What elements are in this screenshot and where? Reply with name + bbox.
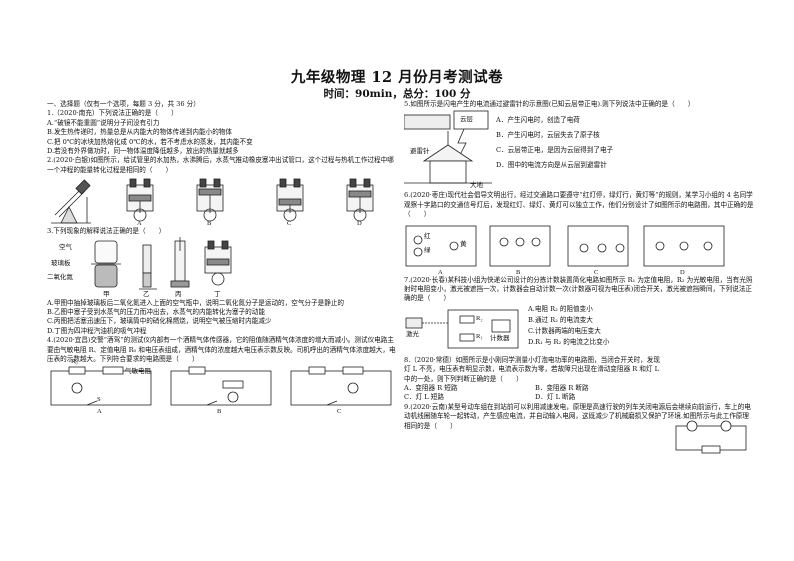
q6-label-b[interactable]: B (516, 268, 521, 276)
question-7-block: 激光 R₂ R₁ 计数器 A.电阻 R₂ 的阻值变小 B.通过 R₂ 的电流变大… (404, 304, 754, 356)
q2-label-c[interactable]: C (287, 220, 292, 228)
circuit-a-frame (405, 225, 477, 267)
q4-label-sensor: 气敏电阻 (125, 367, 151, 375)
q6-label-red: 红 (424, 232, 431, 240)
q3-label-no2: 二氧化氮 (47, 273, 73, 281)
test-tube-apparatus (51, 179, 91, 224)
question-5-option-d[interactable]: D．图中的电流方向是从云层到避雷针 (496, 161, 607, 170)
q5-label-cloud: 云层 (460, 116, 473, 124)
circuit-d-frame (643, 225, 725, 267)
question-1-option-d[interactable]: D.若没有外界做功时，同一物体温度降低越多，放出的热量就越多 (47, 147, 239, 156)
cloud-shape (404, 115, 451, 130)
lamp-power-circuit (675, 420, 747, 454)
question-2-stem: 2.(2020·白银)如图所示，给试管里的水加热，水沸腾后，水蒸气推动橡皮塞冲出… (47, 156, 394, 174)
engine-c (276, 178, 304, 222)
question-8-stem: 8.（2020·常德）如图所示是小刚同学测量小灯泡电功率的电路图，当闭合开关时，… (404, 355, 660, 383)
q6-label-a[interactable]: A (438, 268, 443, 276)
question-1-option-b[interactable]: B.发生热传递时，热量总是从内能大的物体传递到内能小的物体 (47, 128, 232, 137)
q2-label-d[interactable]: D (357, 220, 362, 228)
q4-label-b[interactable]: B (217, 407, 222, 415)
exam-meta: 时间：90min，总分：100 分 (323, 88, 471, 100)
question-3-option-d[interactable]: D.丁图为四冲程汽油机的吸气冲程 (47, 326, 147, 335)
question-5-option-c[interactable]: C．云层带正电，是因为云层得到了电子 (496, 146, 614, 155)
q7-label-counter: 计数器 (490, 334, 510, 342)
question-7-option-a[interactable]: A.电阻 R₂ 的阻值变小 (528, 304, 593, 313)
q4-label-s: S (97, 395, 101, 403)
engine-a (126, 178, 154, 222)
q4-label-a[interactable]: A (97, 407, 102, 415)
question-8-option-a[interactable]: A．变阻器 R 短路 (404, 384, 458, 393)
question-3-option-a[interactable]: A.甲图中抽掉玻璃板后二氧化氮进入上面的空气瓶中，说明二氧化氮分子是运动的，空气… (47, 298, 344, 307)
q3-label-yi: 乙 (143, 290, 150, 298)
phenomena-diagram (91, 236, 232, 290)
q3-label-glass: 玻璃板 (51, 259, 71, 267)
q2-label-b[interactable]: B (207, 220, 212, 228)
question-4-stem: 4.(2020·宜昌)交警“酒驾”的测试仪内部有一个酒精气体传感器，它的阻值随酒… (47, 336, 396, 364)
question-2-figure: A B C D (47, 175, 397, 227)
q5-label-ground: 大地 (470, 182, 483, 190)
q3-label-air: 空气 (59, 243, 72, 251)
steam-tube (139, 244, 157, 290)
q4-label-c[interactable]: C (337, 407, 342, 415)
question-7-stem: 7.(2020·长春)某科技小组为快递公司设计的分拣计数装置简化电路如图所示 R… (404, 275, 753, 303)
circuit-b (170, 366, 272, 405)
circuit-a (50, 366, 152, 405)
engine-d (346, 178, 374, 222)
question-3-option-c[interactable]: C.丙图把活塞迅速压下，玻璃筒中的硝化棉燃烧，说明空气被压缩时内能减少 (47, 317, 272, 326)
q6-label-yellow: 黄 (460, 240, 467, 248)
question-8-option-b[interactable]: B．变阻器 R 断路 (535, 384, 589, 393)
engine-ding (204, 240, 232, 286)
q4-label-r0: R₀ (71, 357, 78, 365)
question-7-option-c[interactable]: C.计数器两端的电压变大 (528, 326, 601, 335)
q3-label-bing: 丙 (175, 290, 182, 298)
circuit-b-frame (489, 225, 551, 267)
q7-label-laser: 激光 (406, 330, 419, 338)
question-3-stem: 3.下列现象的解释说法正确的是（ ） (47, 227, 166, 236)
lightning-rod-diagram (404, 111, 492, 184)
question-5-stem: 5.如图所示是闪电产生的电流通过避雷针的示意图(已知云层带正电).则下列说法中正… (404, 100, 695, 108)
left-column: 一、选择题（仅有一个选项，每题 3 分，共 36 分） 1.（2020·南充）下… (47, 100, 397, 415)
question-4-figure: R₀ 气敏电阻 S A B C (47, 358, 397, 415)
q3-label-ding: 丁 (214, 290, 221, 298)
circuit-c-frame (567, 225, 629, 267)
q6-label-d[interactable]: D (680, 268, 685, 276)
question-5-block: 云层 避雷针 大地 A．产生闪电时，创造了电荷 B．产生闪电时，云层失去了原子核… (404, 109, 754, 191)
question-5-option-a[interactable]: A．产生闪电时，创造了电荷 (496, 116, 580, 125)
circuit-c (290, 366, 392, 405)
question-6-figure: 红 绿 黄 A B C D (404, 220, 754, 276)
right-column: 5.如图所示是闪电产生的电流通过避雷针的示意图(已知云层带正电).则下列说法中正… (404, 100, 754, 454)
question-6-stem: 6.(2020·枣庄)现代社会倡导文明出行，经过交通路口要遵守“红灯停，绿灯行，… (404, 191, 754, 219)
q5-label-rod: 避雷针 (410, 148, 430, 156)
q6-label-green: 绿 (424, 246, 431, 254)
q7-label-r2: R₂ (476, 314, 483, 322)
question-1-stem: 1.（2020·南充）下列说法正确的是（ ） (47, 109, 178, 118)
question-5-option-b[interactable]: B．产生闪电时，云层失去了原子核 (496, 131, 600, 140)
gas-jars (91, 240, 121, 288)
question-1-option-a[interactable]: A.“破镜不能重圆”说明分子间没有引力 (47, 118, 160, 127)
breathalyzer-circuits (50, 366, 392, 405)
question-8-option-d[interactable]: D．灯 L 断路 (535, 393, 576, 402)
question-3-figure: 空气 玻璃板 二氧化氮 甲 乙 丙 丁 (47, 236, 397, 299)
engine-strokes-diagram (51, 178, 374, 224)
page-title: 九年级物理 12 月份月考测试卷 (290, 69, 504, 86)
q7-label-r1: R₁ (476, 332, 483, 340)
question-7-option-b[interactable]: B.通过 R₂ 的电流变大 (528, 315, 593, 324)
q3-label-jia: 甲 (103, 290, 110, 298)
question-3-option-b[interactable]: B.乙图中塞子受到水蒸气的压力而冲出去，水蒸气的内能转化为塞子的动能 (47, 308, 265, 317)
counter-circuit (405, 309, 519, 349)
question-7-option-d[interactable]: D.R₁ 与 R₂ 的电流之比变小 (528, 337, 610, 346)
engine-b (196, 178, 224, 222)
question-8-option-c[interactable]: C．灯 L 短路 (404, 393, 444, 402)
question-8-options: A．变阻器 R 短路 B．变阻器 R 断路 C．灯 L 短路 D．灯 L 断路 (404, 384, 666, 403)
question-1-option-c[interactable]: C.把 0℃的冰块加热熔化成 0℃的水，若不考虑水的蒸发，其内能不变 (47, 137, 253, 146)
q2-label-a[interactable]: A (137, 220, 142, 228)
q6-label-c[interactable]: C (594, 268, 599, 276)
question-9-stem: 9.(2020·云南)某型号动车组在到站前可以利用减速发电，原理是高速行驶的列车… (404, 402, 751, 430)
section-heading: 一、选择题（仅有一个选项，每题 3 分，共 36 分） (47, 100, 200, 108)
compression-tube (170, 236, 190, 288)
traffic-light-circuits (405, 225, 725, 267)
